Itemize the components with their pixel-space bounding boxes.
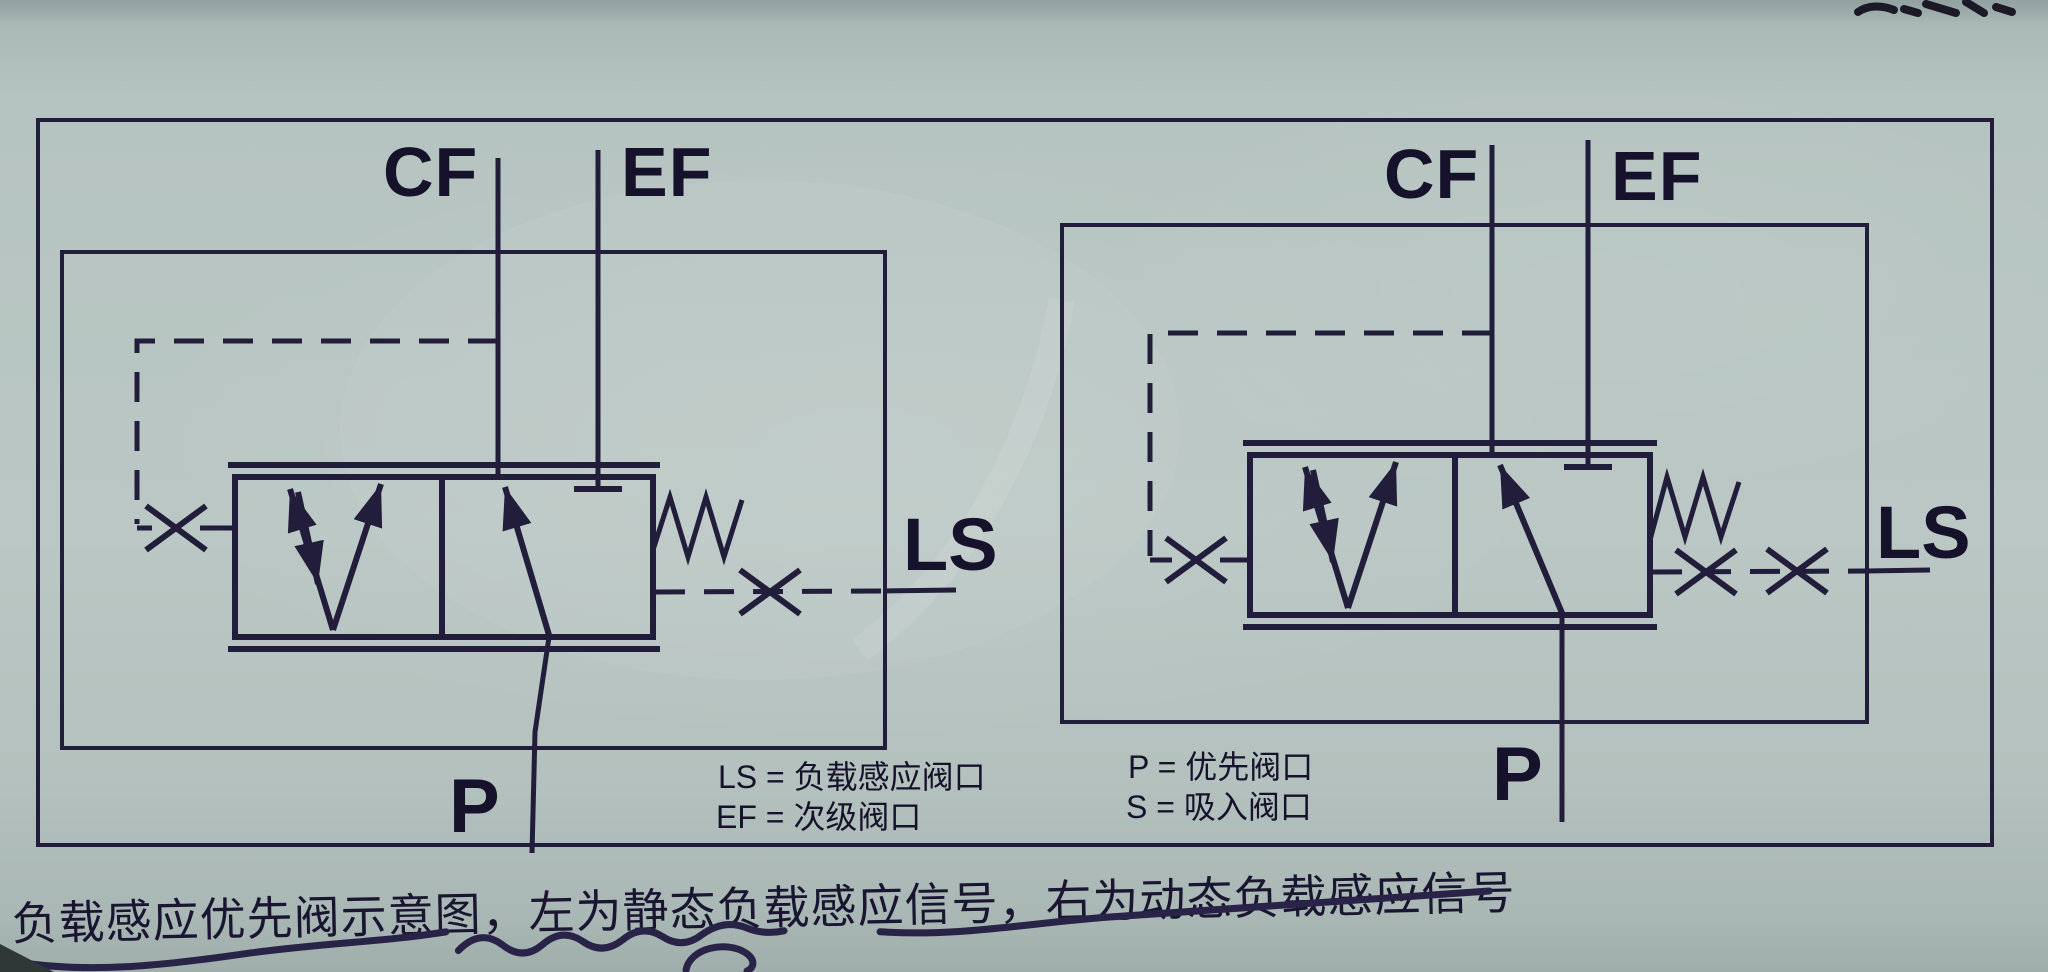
right-valve-diagram: CF EF LS P P = 优先阀口 S = 吸入阀口 [1060, 135, 1971, 825]
cropped-glyph-stroke [1992, 3, 2016, 16]
orifice-cross-stroke [1164, 535, 1228, 585]
hand-underline-3 [876, 887, 1493, 937]
left-ls-orifice-symbol [738, 567, 802, 617]
left-legend-line-1: LS = 负载感应阀口 [718, 759, 986, 795]
left-ls-label: LS [903, 503, 998, 586]
left-variable-cross-arrow [294, 491, 324, 585]
left-legend-line-2: EF = 次级阀口 [716, 799, 921, 835]
right-legend-line-2: S = 吸入阀口 [1126, 789, 1312, 825]
orifice-cross-stroke [1765, 546, 1829, 596]
orifice-cross-stroke [144, 503, 208, 553]
right-ef-label: EF [1611, 137, 1702, 215]
page-corner-shadow [0, 944, 54, 972]
hand-underline-1 [13, 928, 450, 972]
left-ef-label: EF [621, 133, 712, 211]
left-spring-symbol [650, 488, 745, 566]
right-cf-label: CF [1384, 135, 1479, 213]
right-pilot-orifice-symbol [1164, 535, 1228, 585]
orifice-cross-stroke [738, 567, 802, 617]
left-ls-stub-line [883, 587, 957, 594]
right-ls-orifice-symbol-1 [1674, 547, 1738, 597]
hand-circle-fragment [682, 943, 757, 972]
right-v-arrow-right [1345, 461, 1399, 609]
right-spring-symbol [1647, 467, 1742, 546]
cropped-text-marks [1854, 0, 2016, 17]
right-ls-stub-line [1865, 567, 1931, 574]
left-cf-label: CF [383, 133, 478, 211]
left-pilot-dashed-line [134, 338, 498, 524]
photo-lighting [340, 180, 1180, 680]
left-p-label: P [449, 764, 500, 849]
cropped-glyph-stroke [1854, 2, 1898, 16]
left-valve-diagram: CF EF LS P LS = 负载感应阀口 EF = 次级阀口 [60, 133, 998, 854]
right-valve-envelope [1060, 223, 1869, 724]
right-p-label: P [1492, 732, 1543, 817]
right-ls-label: LS [1876, 491, 1971, 574]
left-p-to-cf-arrow [502, 486, 552, 636]
right-ls-orifice-symbol-2 [1765, 546, 1829, 596]
paper-crease-highlight [852, 297, 1075, 661]
figure-caption: 负载感应优先阀示意图，左为静态负载感应信号，右为动态负载感应信号 [11, 866, 1516, 949]
light-patch [340, 180, 1180, 680]
hand-underline-2 [454, 921, 788, 957]
left-valve-envelope [60, 250, 887, 750]
right-p-to-cf-arrow [1497, 463, 1565, 615]
cropped-glyph-stroke [1922, 0, 1960, 17]
right-legend-line-1: P = 优先阀口 [1128, 749, 1313, 785]
figure-outer-border [36, 118, 1994, 847]
left-p-port-line [529, 636, 552, 854]
left-pilot-orifice-symbol [144, 503, 208, 553]
right-variable-cross-arrow [1309, 469, 1339, 563]
cropped-glyph-stroke [1900, 5, 1922, 17]
right-pilot-dashed-line [1147, 330, 1492, 556]
right-ls-dashed-line [1651, 568, 1867, 575]
left-v-arrow-right [330, 483, 384, 631]
orifice-cross-stroke [1674, 547, 1738, 597]
caption-group: 负载感应优先阀示意图，左为静态负载感应信号，右为动态负载感应信号 [11, 866, 1516, 972]
cropped-glyph-stroke [1962, 0, 1988, 17]
